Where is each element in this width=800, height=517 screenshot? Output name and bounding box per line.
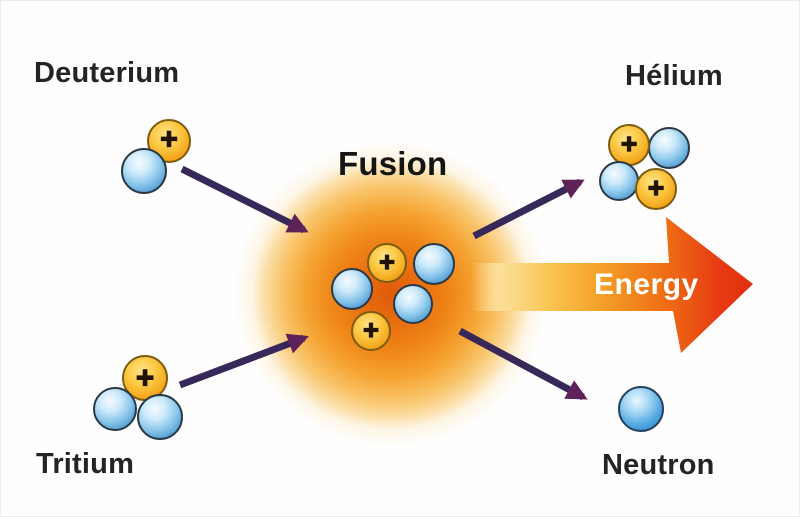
tritium-label: Tritium: [36, 448, 135, 480]
proton-ball: +: [635, 168, 677, 210]
proton-ball: +: [351, 311, 391, 351]
tritium-atom: +: [91, 353, 186, 443]
helium-label: Hélium: [625, 60, 723, 92]
neutron-ball: [93, 387, 137, 431]
arrow-fusion-to-helium: [472, 178, 585, 240]
plus-symbol: +: [135, 359, 155, 395]
arrow-tritium-to-fusion: [178, 333, 309, 389]
neutron-ball: [121, 148, 167, 194]
neutron-label: Neutron: [602, 449, 715, 481]
helium-atom: + +: [597, 122, 693, 214]
plus-symbol: +: [378, 246, 395, 277]
deuterium-atom: +: [119, 117, 195, 197]
neutron-ball: [331, 268, 373, 310]
neutron-ball: [137, 394, 183, 440]
fusion-title: Fusion: [338, 145, 448, 182]
neutron-ball: [393, 284, 433, 324]
arrow-deuterium-to-fusion: [180, 165, 309, 234]
neutron-ball: [599, 161, 639, 201]
fusion-nucleus: + +: [329, 241, 459, 353]
plus-symbol: +: [160, 123, 179, 156]
plus-symbol: +: [620, 128, 638, 159]
arrow-fusion-to-neutron: [458, 327, 588, 401]
neutron-ball: [413, 243, 455, 285]
energy-label: Energy: [594, 268, 699, 301]
plus-symbol: +: [647, 172, 665, 203]
neutron-ball: [648, 127, 690, 169]
plus-symbol: +: [362, 314, 379, 345]
free-neutron-particle: [618, 386, 664, 432]
deuterium-label: Deuterium: [34, 57, 180, 89]
proton-ball: +: [608, 124, 650, 166]
proton-ball: +: [367, 243, 407, 283]
